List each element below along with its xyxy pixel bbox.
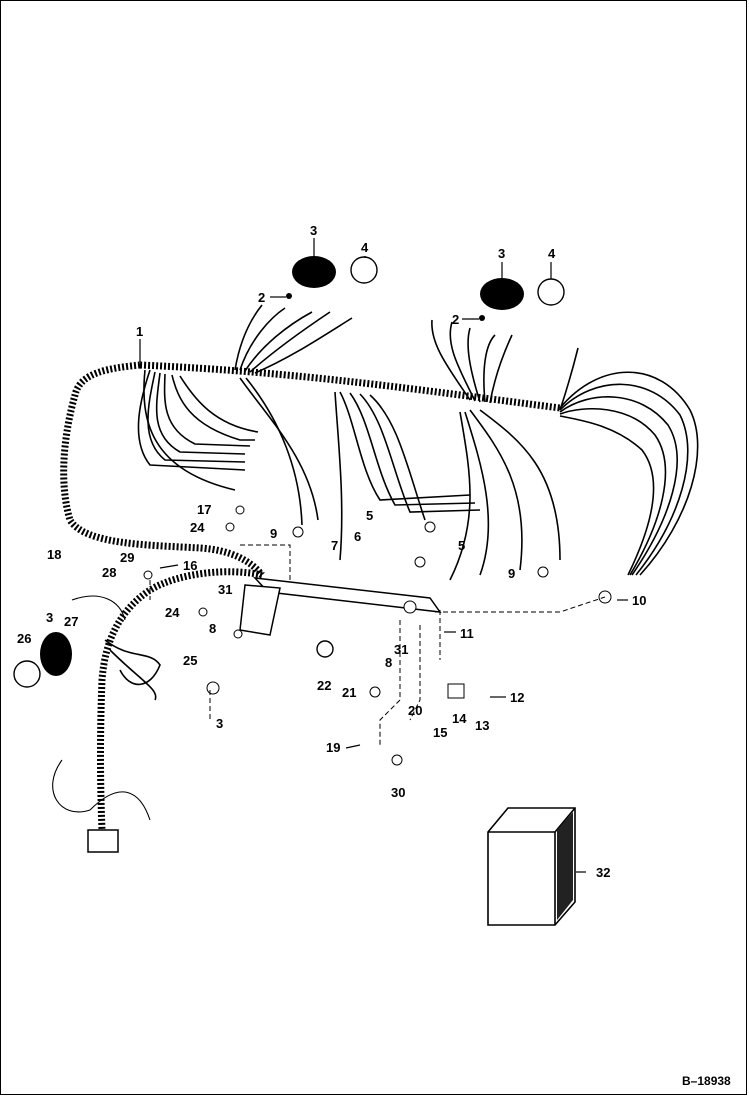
callout-6: 6: [354, 529, 361, 544]
lamp-housing-right: [479, 278, 565, 321]
callout-24-upper: 24: [190, 520, 205, 535]
callout-12: 12: [510, 690, 524, 705]
callout-11: 11: [460, 626, 474, 641]
callout-4-left: 4: [361, 240, 369, 255]
callout-2-left: 2: [258, 290, 265, 305]
leader-lines: [139, 238, 628, 873]
callout-10: 10: [632, 593, 646, 608]
callout-19: 19: [326, 740, 340, 755]
wire-bundle-lamp-right: [431, 319, 561, 581]
callout-31-left: 31: [218, 582, 232, 597]
callout-32: 32: [596, 865, 610, 880]
callout-2-right: 2: [452, 312, 459, 327]
callout-30: 30: [391, 785, 405, 800]
lower-harness-loom: [97, 568, 263, 831]
callout-1: 1: [136, 324, 143, 339]
callout-15: 15: [433, 725, 447, 740]
figure-reference: B–18938: [682, 1074, 731, 1088]
callout-25: 25: [183, 653, 197, 668]
callout-5-upper: 5: [366, 508, 373, 523]
wire-bundle-lower-left: [52, 595, 161, 821]
callout-7: 7: [331, 538, 338, 553]
mounting-plate: [239, 584, 281, 636]
callout-14: 14: [452, 711, 467, 726]
callout-17: 17: [197, 502, 211, 517]
wire-bundle-right: [559, 347, 699, 576]
callout-18: 18: [47, 547, 61, 562]
dashed-assembly-lines: [149, 544, 606, 745]
callout-5-lower: 5: [458, 538, 465, 553]
callout-4-right: 4: [548, 246, 556, 261]
callout-3-lower: 3: [216, 716, 223, 731]
wire-bundle-center: [334, 391, 481, 561]
callout-22: 22: [317, 678, 331, 693]
callout-27: 27: [64, 614, 78, 629]
battery: [487, 807, 576, 926]
callout-20: 20: [408, 703, 422, 718]
callout-3-left: 3: [310, 223, 317, 238]
callout-8-left: 8: [209, 621, 216, 636]
callout-21: 21: [342, 685, 356, 700]
callout-9-left: 9: [270, 526, 277, 541]
callout-8-right: 8: [385, 655, 392, 670]
lamp-housing-lower-left: [13, 632, 72, 688]
callout-31-right: 31: [394, 642, 408, 657]
connector-block: [87, 829, 119, 853]
wire-bundle-lamp-left: [234, 304, 353, 526]
callout-13: 13: [475, 718, 489, 733]
callout-labels: 1 2 2 3 3 3 3 4 4 5 5 6 7 8 8 9 9 10 11 …: [17, 223, 731, 1088]
hardware-items: [143, 505, 612, 766]
wire-bundle-left: [137, 369, 259, 491]
main-harness-loom: [60, 361, 561, 578]
callout-3-lower-left: 3: [46, 610, 53, 625]
callout-26: 26: [17, 631, 31, 646]
callout-16: 16: [183, 558, 197, 573]
callout-28: 28: [102, 565, 116, 580]
lamp-housing-left: [286, 256, 378, 299]
callout-24-lower: 24: [165, 605, 180, 620]
callout-3-right: 3: [498, 246, 505, 261]
callout-9-right: 9: [508, 566, 515, 581]
callout-29: 29: [120, 550, 134, 565]
